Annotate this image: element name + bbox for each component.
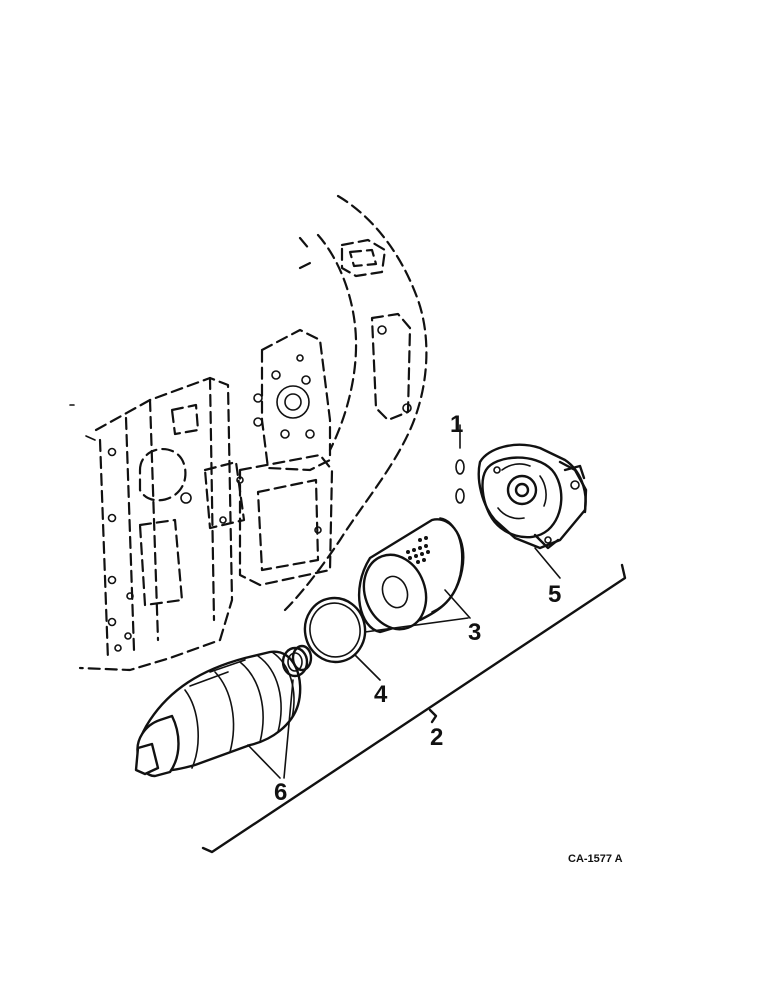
callout-4: 4 [374, 681, 388, 708]
kit-bracket [201, 563, 627, 854]
coil-spring-icon [281, 644, 313, 678]
callout-1: 1 [450, 411, 463, 438]
filter-base-housing-icon [477, 443, 588, 579]
callout-6: 6 [274, 779, 287, 806]
o-ring-pair-icon [455, 424, 465, 504]
filter-shell-icon [134, 650, 302, 778]
figure-code: CA-1577 A [568, 853, 623, 865]
callout-2: 2 [430, 724, 443, 751]
callout-3: 3 [468, 619, 481, 646]
engine-block-outline-icon [69, 194, 428, 672]
o-ring-gasket-icon [303, 596, 381, 681]
filter-cartridge-icon [357, 517, 471, 634]
filter-label-dots [406, 536, 430, 564]
leader-6a [247, 744, 281, 779]
leader-6b [283, 679, 294, 779]
callout-5: 5 [548, 581, 561, 608]
